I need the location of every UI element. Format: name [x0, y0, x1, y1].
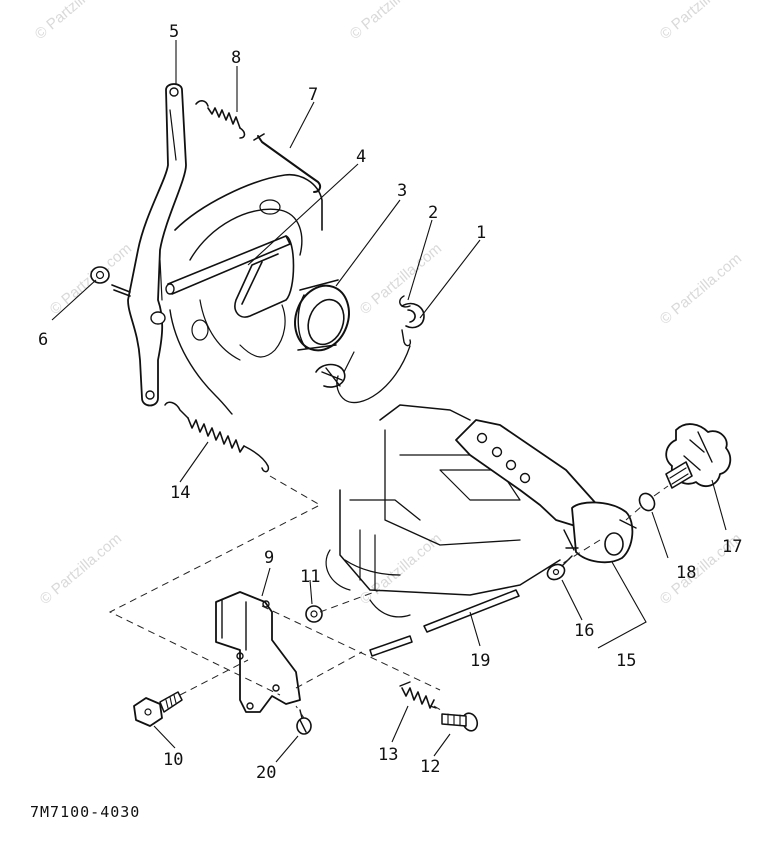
- callout-17: 17: [722, 537, 742, 557]
- callout-8: 8: [231, 48, 241, 68]
- watermark: © Partzilla.com: [347, 0, 435, 43]
- callout-18: 18: [676, 563, 696, 583]
- callout-2: 2: [428, 203, 438, 223]
- callout-16: 16: [574, 621, 594, 641]
- part-3-collar: [294, 279, 350, 352]
- part-19-rod: [369, 589, 520, 657]
- wire-clip-lower: [315, 351, 355, 388]
- part-14-return-spring: [164, 401, 270, 473]
- callout-9: 9: [264, 548, 274, 568]
- part-20-screw: [296, 709, 312, 735]
- watermark: © Partzilla.com: [657, 250, 745, 328]
- callout-6: 6: [38, 330, 48, 350]
- callout-10: 10: [163, 750, 183, 770]
- engine-housing-lower: [325, 404, 561, 618]
- callout-20: 20: [256, 763, 276, 783]
- part-11-washer: [305, 605, 323, 623]
- part-7-link-rod: [253, 133, 322, 193]
- part-13-spring: [399, 681, 437, 709]
- callout-14: 14: [170, 483, 190, 503]
- callout-19: 19: [470, 651, 490, 671]
- part-6-nut: [90, 266, 131, 297]
- callout-12: 12: [420, 757, 440, 777]
- callout-4: 4: [356, 147, 366, 167]
- part-18-bushing: [638, 492, 656, 512]
- callout-15: 15: [616, 651, 636, 671]
- watermark: © Partzilla.com: [47, 240, 135, 318]
- watermark: © Partzilla.com: [357, 240, 445, 318]
- engine-housing-upper: [169, 173, 323, 415]
- leader-lines: [51, 40, 727, 763]
- part-16-gasket: [546, 555, 573, 581]
- part-15-tiller-bracket: [455, 419, 637, 564]
- part-4-shift-rod: [165, 235, 295, 318]
- callout-5: 5: [169, 22, 179, 42]
- diagram-reference-code: 7M7100-4030: [30, 803, 141, 821]
- watermark: © Partzilla.com: [32, 0, 120, 43]
- part-17-knob: [665, 423, 732, 489]
- part-9-bracket: [215, 591, 301, 713]
- part-12-screw: [441, 712, 479, 732]
- callout-1: 1: [476, 223, 486, 243]
- watermark: © Partzilla.com: [657, 0, 745, 43]
- callout-13: 13: [378, 745, 398, 765]
- callout-11: 11: [300, 567, 320, 587]
- callout-3: 3: [397, 181, 407, 201]
- part-8-spring: [195, 100, 246, 139]
- part-5-shift-lever: [127, 83, 187, 407]
- watermark: © Partzilla.com: [37, 530, 125, 608]
- part-10-bolt: [133, 691, 183, 727]
- callout-7: 7: [308, 85, 318, 105]
- callout-labels: 5 8 7 4 3 2 1 6 14 9 11 10 20 13 12 19 1…: [38, 22, 742, 783]
- part-1-clip: [401, 302, 425, 329]
- assembly-lines: [108, 475, 669, 719]
